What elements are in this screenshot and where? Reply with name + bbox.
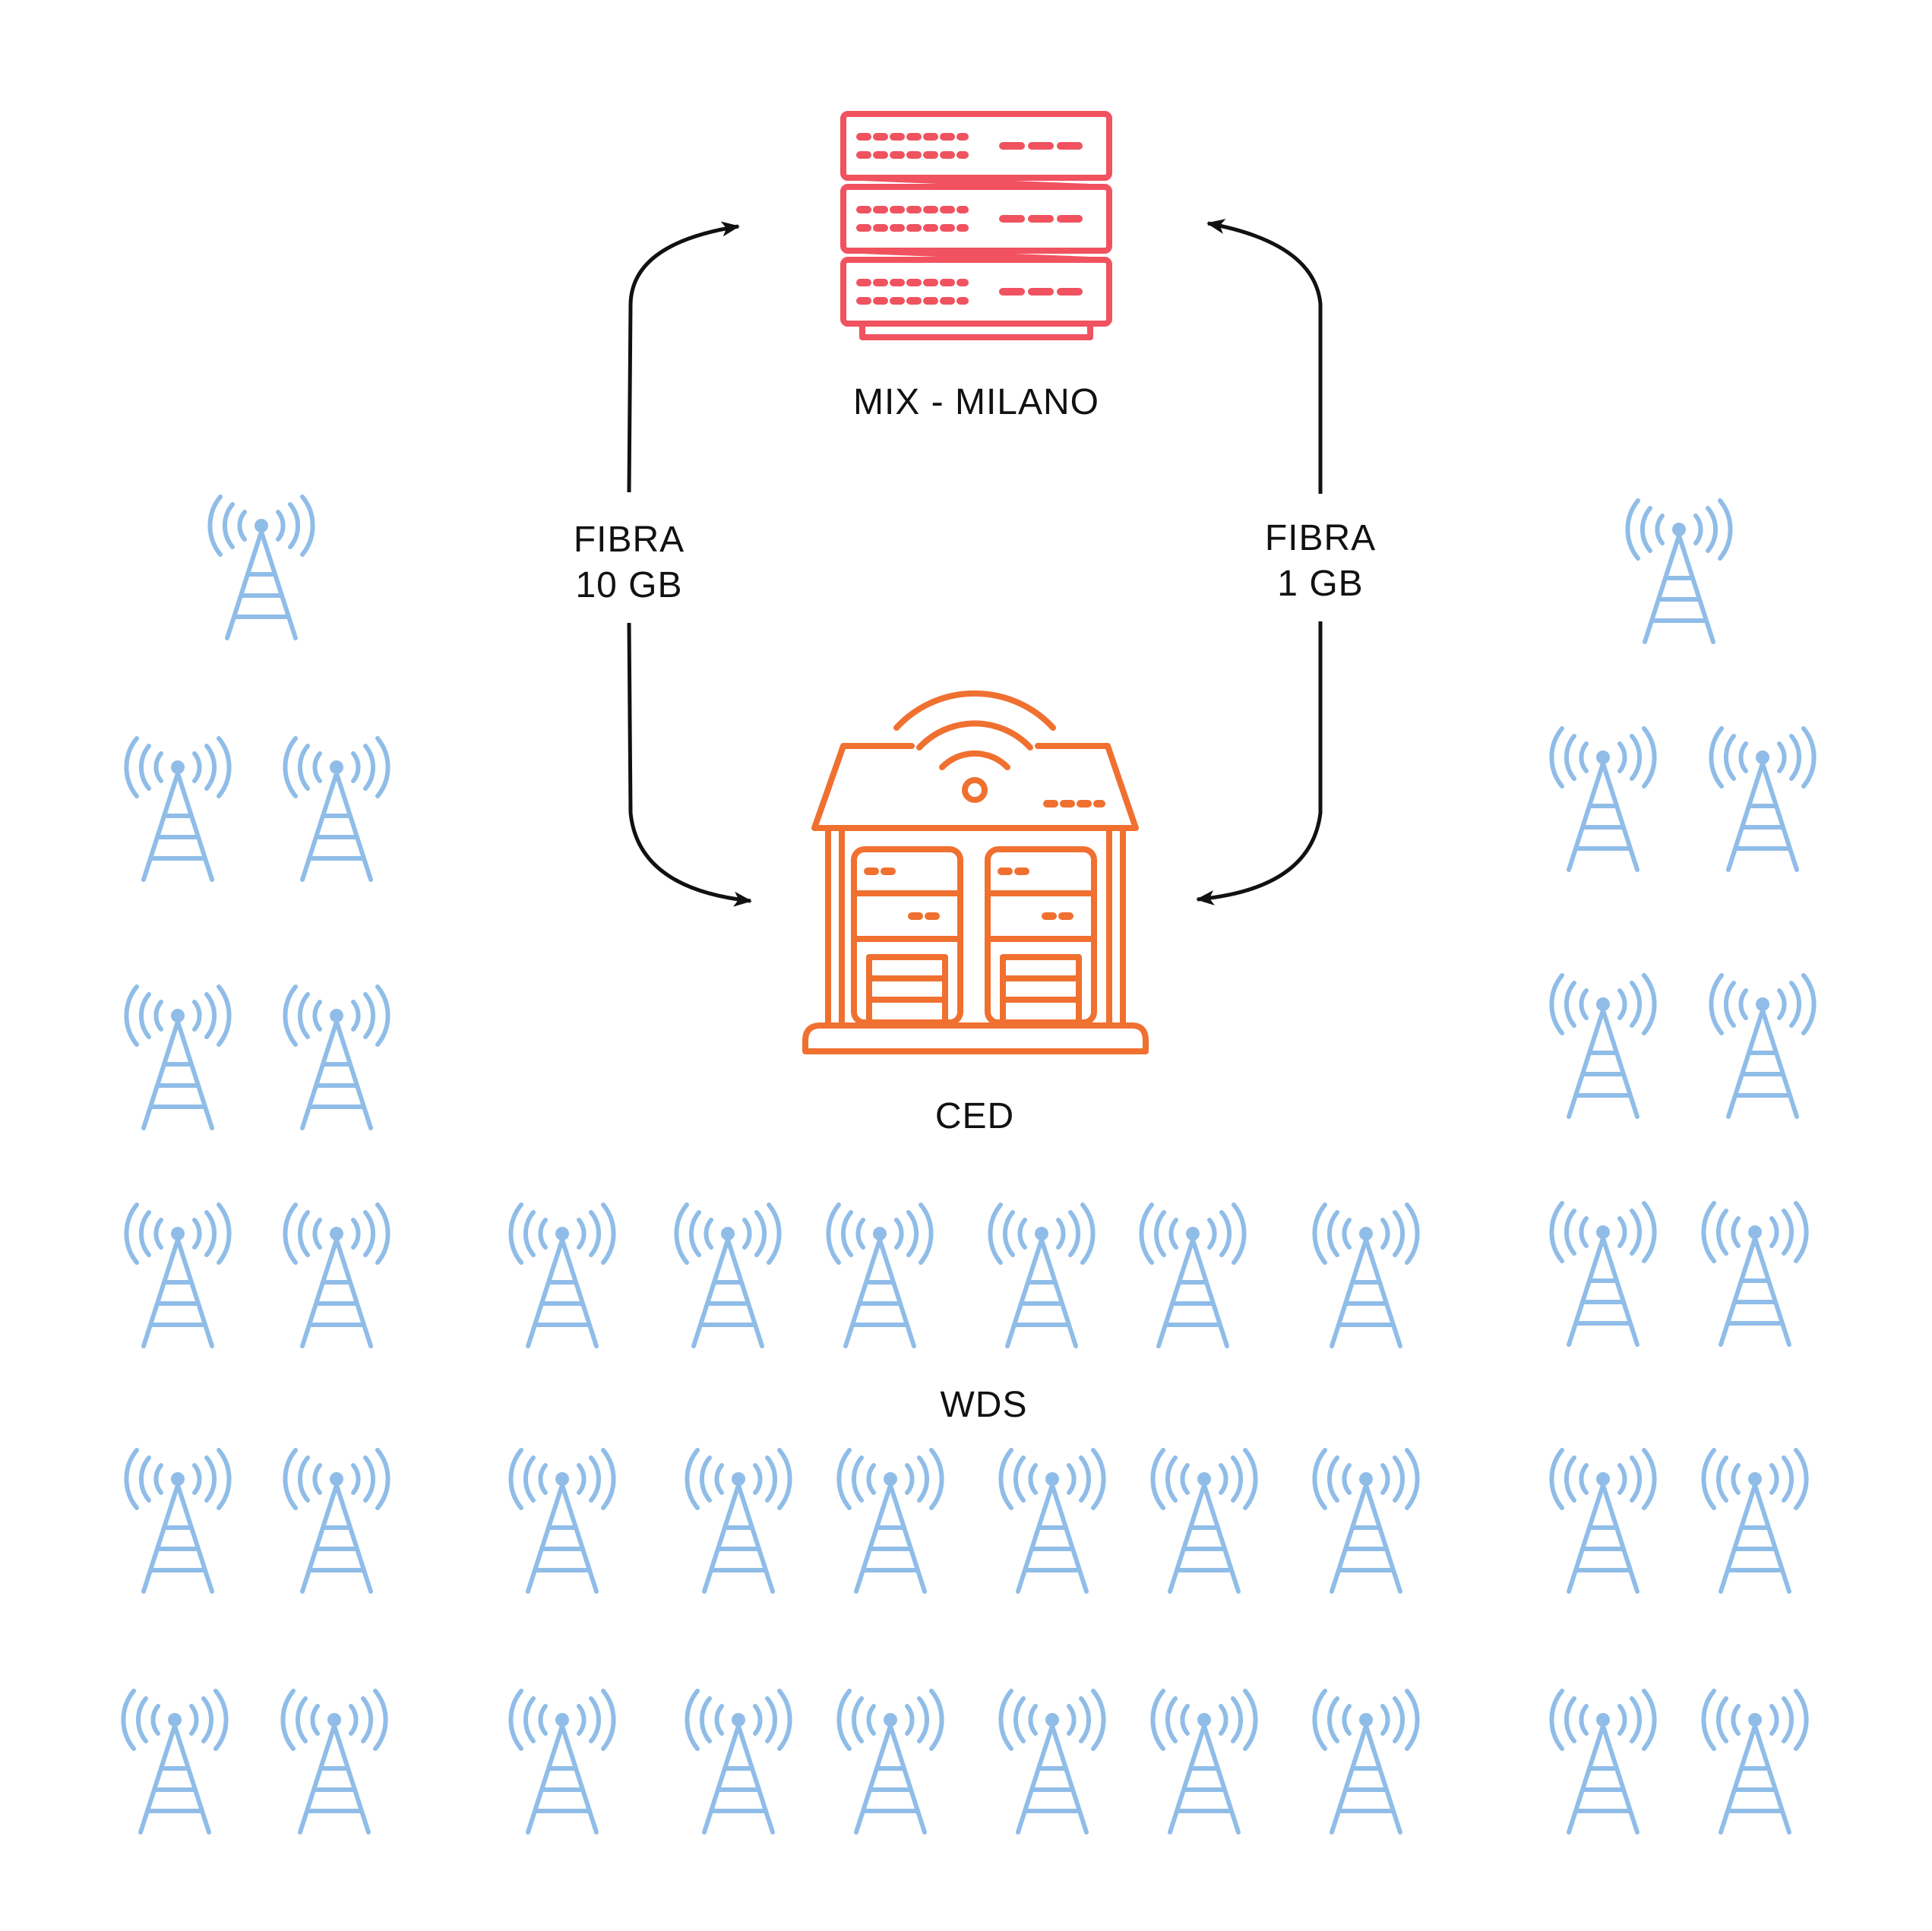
radio-tower-icon (1551, 1450, 1654, 1591)
radio-tower-icon (1627, 501, 1730, 642)
radio-tower-icon (126, 987, 229, 1128)
radio-tower-icon (828, 1205, 931, 1346)
radio-tower-icon (1711, 728, 1813, 870)
radio-tower-icon (1153, 1450, 1255, 1591)
radio-tower-icon (511, 1205, 613, 1346)
radio-tower-icon (511, 1450, 613, 1591)
radio-tower-grid (123, 497, 1813, 1832)
radio-tower-icon (210, 497, 312, 638)
radio-tower-icon (839, 1691, 941, 1832)
radio-tower-icon (1001, 1450, 1103, 1591)
right-link-label-line2: 1 GB (1277, 564, 1363, 604)
radio-tower-icon (1314, 1205, 1417, 1346)
right-link-label-line1: FIBRA (1265, 518, 1376, 558)
radio-tower-icon (1703, 1450, 1806, 1591)
radio-tower-icon (1551, 1203, 1654, 1345)
radio-tower-icon (676, 1205, 779, 1346)
right-lower-arrow (1196, 621, 1323, 905)
mix-label: MIX - MILANO (853, 382, 1099, 422)
radio-tower-icon (1314, 1691, 1417, 1832)
left-link-label-line2: 10 GB (575, 565, 682, 605)
radio-tower-icon (1551, 975, 1654, 1117)
radio-tower-icon (285, 738, 387, 880)
radio-tower-icon (1001, 1691, 1103, 1832)
radio-tower-icon (1141, 1205, 1244, 1346)
radio-tower-icon (123, 1691, 226, 1832)
radio-tower-icon (511, 1691, 613, 1832)
ced-label: CED (935, 1096, 1014, 1136)
left-link-label-line1: FIBRA (574, 520, 685, 560)
radio-tower-icon (283, 1691, 385, 1832)
radio-tower-icon (285, 1450, 387, 1591)
radio-tower-icon (687, 1450, 789, 1591)
link-arrows-left (627, 221, 752, 907)
radio-tower-icon (1314, 1450, 1417, 1591)
radio-tower-icon (126, 1205, 229, 1346)
left-upper-arrow (627, 221, 740, 493)
left-lower-arrow (627, 622, 752, 907)
right-upper-arrow (1206, 219, 1323, 494)
wds-label: WDS (941, 1385, 1028, 1425)
server-rack-icon (840, 111, 1112, 340)
radio-tower-icon (285, 987, 387, 1128)
radio-tower-icon (839, 1450, 941, 1591)
datacenter-building-icon (802, 690, 1149, 1054)
radio-tower-icon (285, 1205, 387, 1346)
link-arrows-right (1196, 219, 1323, 905)
radio-tower-icon (990, 1205, 1092, 1346)
radio-tower-icon (1703, 1691, 1806, 1832)
radio-tower-icon (1551, 728, 1654, 870)
radio-tower-icon (1153, 1691, 1255, 1832)
radio-tower-icon (126, 1450, 229, 1591)
radio-tower-icon (1703, 1203, 1806, 1345)
radio-tower-icon (1711, 975, 1813, 1117)
radio-tower-icon (687, 1691, 789, 1832)
radio-tower-icon (126, 738, 229, 880)
radio-tower-icon (1551, 1691, 1654, 1832)
